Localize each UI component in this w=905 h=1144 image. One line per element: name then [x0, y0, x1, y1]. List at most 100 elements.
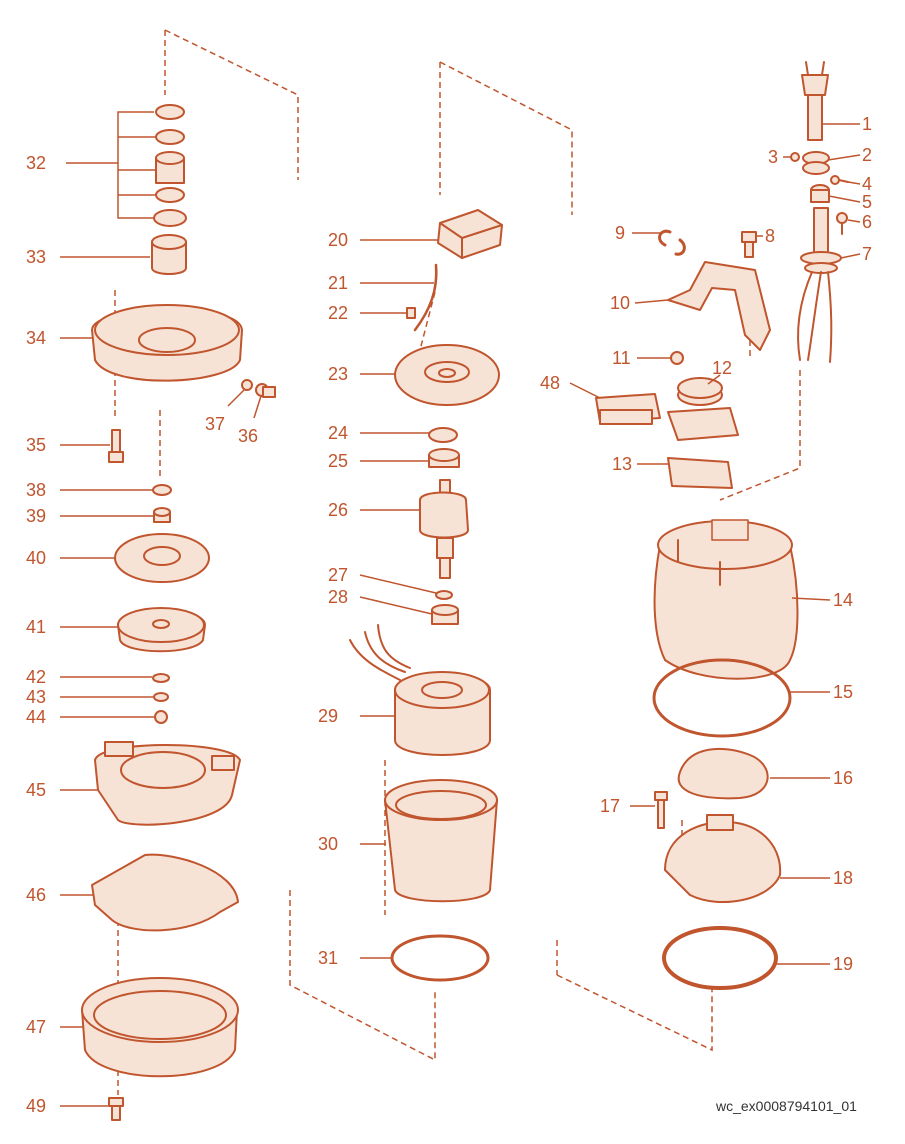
label-1: 1 [862, 114, 872, 134]
part-26-rotor-shaft [419, 479, 469, 579]
label-8: 8 [765, 226, 775, 246]
part-39-nut [153, 507, 171, 523]
label-30: 30 [318, 834, 338, 854]
part-5-grommet [810, 184, 830, 203]
part-2-cable-clamp [802, 151, 830, 175]
part-40-wear-plate [114, 533, 210, 583]
label-40: 40 [26, 548, 46, 568]
part-46-strainer-plate [91, 853, 239, 932]
part-21-lead-wire [413, 263, 438, 332]
label-32: 32 [26, 153, 46, 173]
label-35: 35 [26, 435, 46, 455]
label-9: 9 [615, 223, 625, 243]
label-42: 42 [26, 667, 46, 687]
label-5: 5 [862, 192, 872, 212]
label-17: 17 [600, 796, 620, 816]
part-11-nut [670, 351, 684, 365]
label-14: 14 [833, 590, 853, 610]
label-11: 11 [612, 348, 631, 368]
label-26: 26 [328, 500, 348, 520]
part-49-bolt [108, 1097, 124, 1121]
label-27: 27 [328, 565, 348, 585]
label-12: 12 [712, 358, 732, 378]
label-48: 48 [540, 373, 560, 393]
label-39: 39 [26, 506, 46, 526]
label-34: 34 [26, 328, 46, 348]
label-10: 10 [610, 293, 630, 313]
part-14-motor-housing [653, 519, 799, 680]
label-21: 21 [328, 273, 348, 293]
part-9-hook [658, 229, 686, 256]
part-27-washer [435, 590, 453, 600]
part-30-stator-housing [384, 779, 498, 903]
part-19-o-ring [662, 926, 778, 990]
label-20: 20 [328, 230, 348, 250]
leader-lines [60, 111, 861, 1107]
part-29-stator [349, 624, 491, 756]
part-32-mechanical-seal-set [153, 104, 187, 227]
label-31: 31 [318, 948, 338, 968]
part-41-impeller [117, 607, 206, 653]
part-36-plug [255, 383, 276, 398]
part-38-washer [152, 484, 172, 496]
part-13-gasket [667, 457, 733, 489]
part-35-bolt [108, 429, 124, 463]
label-7: 7 [862, 244, 872, 264]
label-24: 24 [328, 423, 348, 443]
part-43-spring-washer [153, 692, 169, 702]
part-24-washer [428, 427, 458, 443]
label-28: 28 [328, 587, 348, 607]
label-3: 3 [768, 147, 778, 167]
label-4: 4 [862, 174, 872, 194]
part-33-shaft-sleeve [151, 234, 187, 275]
part-44-nut [154, 710, 168, 724]
label-13: 13 [612, 454, 632, 474]
part-number-labels: 1 2 3 4 5 6 7 8 9 10 11 12 13 14 15 16 1… [26, 114, 872, 1116]
label-15: 15 [833, 682, 853, 702]
label-45: 45 [26, 780, 46, 800]
label-6: 6 [862, 212, 872, 232]
label-25: 25 [328, 451, 348, 471]
part-12-discharge-flange [667, 377, 739, 441]
part-37-washer [241, 379, 253, 391]
part-17-bolt [654, 791, 668, 829]
part-42-washer [152, 673, 170, 683]
label-49: 49 [26, 1096, 46, 1116]
part-34-pump-casing-cover [91, 304, 243, 382]
part-1-power-cable [801, 61, 829, 141]
label-41: 41 [26, 617, 46, 637]
label-2: 2 [862, 145, 872, 165]
part-6-screw [836, 212, 848, 235]
label-19: 19 [833, 954, 853, 974]
label-36: 36 [238, 426, 258, 446]
label-47: 47 [26, 1017, 46, 1037]
label-23: 23 [328, 364, 348, 384]
label-44: 44 [26, 707, 46, 727]
part-25-bearing [428, 448, 460, 468]
part-23-bearing-bracket [394, 344, 500, 406]
part-28-bearing [431, 604, 459, 625]
part-22-screw [406, 307, 416, 319]
label-37: 37 [205, 414, 225, 434]
part-16-seal-plate [677, 747, 769, 800]
image-code: wc_ex0008794101_01 [715, 1098, 857, 1114]
part-15-o-ring [652, 658, 792, 738]
part-47-strainer [81, 977, 239, 1078]
label-22: 22 [328, 303, 348, 323]
label-43: 43 [26, 687, 46, 707]
label-38: 38 [26, 480, 46, 500]
label-18: 18 [833, 868, 853, 888]
label-29: 29 [318, 706, 338, 726]
part-8-bolt [741, 231, 757, 258]
label-46: 46 [26, 885, 46, 905]
part-45-volute-casing [94, 741, 241, 826]
part-3-screw [790, 152, 800, 162]
part-18-bearing-housing [664, 814, 782, 903]
part-4-screw [830, 175, 849, 185]
label-33: 33 [26, 247, 46, 267]
part-20-capacitor [437, 209, 503, 259]
part-10-handle-bracket [667, 261, 771, 351]
label-16: 16 [833, 768, 853, 788]
part-48-terminal-box [595, 393, 661, 425]
